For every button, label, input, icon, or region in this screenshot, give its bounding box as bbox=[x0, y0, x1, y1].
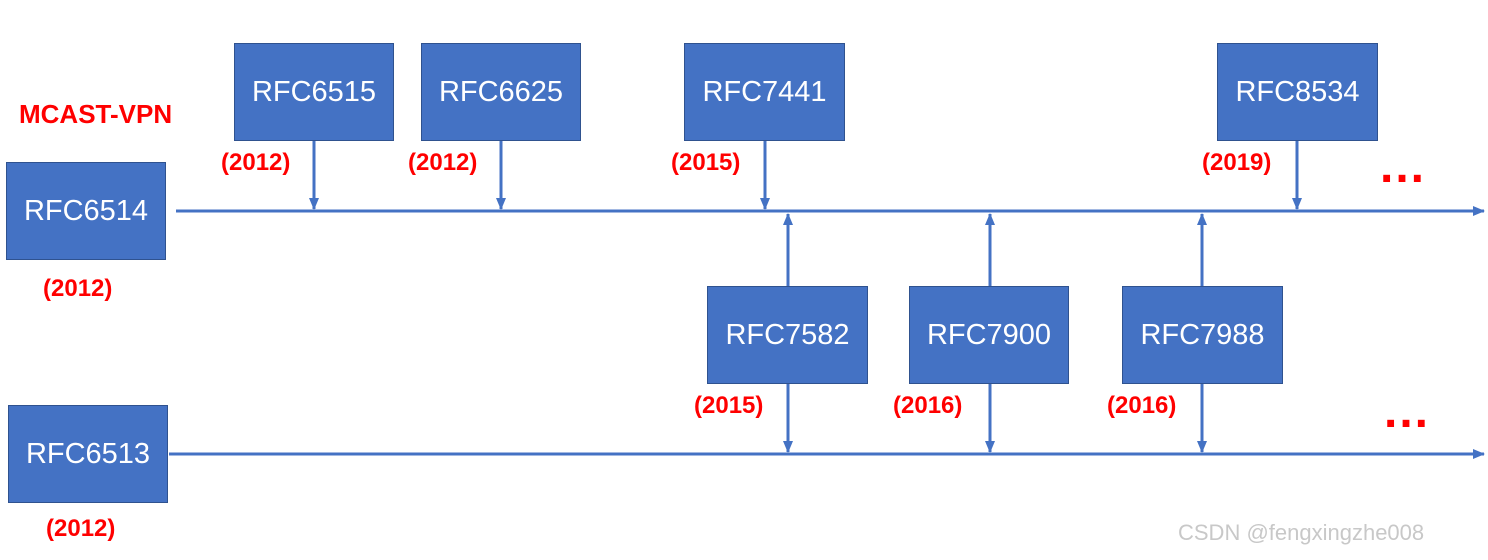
rfc7988-box: RFC7988 bbox=[1122, 286, 1283, 384]
rfc6513-year: (2012) bbox=[46, 515, 116, 542]
upper-continuation-ellipsis: ... bbox=[1380, 140, 1427, 193]
rfc6513-box: RFC6513 bbox=[8, 405, 168, 503]
rfc8534-box: RFC8534 bbox=[1217, 43, 1378, 141]
rfc7900-year: (2016) bbox=[893, 392, 963, 419]
rfc7988-year: (2016) bbox=[1107, 392, 1177, 419]
rfc8534-year: (2019) bbox=[1202, 149, 1272, 176]
rfc7900-box: RFC7900 bbox=[909, 286, 1069, 384]
rfc6515-year: (2012) bbox=[221, 149, 291, 176]
rfc6515-box: RFC6515 bbox=[234, 43, 394, 141]
rfc7441-year: (2015) bbox=[671, 149, 741, 176]
rfc6514-box: RFC6514 bbox=[6, 162, 166, 260]
rfc6514-year: (2012) bbox=[43, 275, 113, 302]
rfc7441-box: RFC7441 bbox=[684, 43, 845, 141]
rfc6625-year: (2012) bbox=[408, 149, 478, 176]
lower-continuation-ellipsis: ... bbox=[1384, 385, 1431, 438]
mcast-vpn-title: MCAST-VPN bbox=[19, 99, 173, 129]
rfc7582-box: RFC7582 bbox=[707, 286, 868, 384]
rfc7582-year: (2015) bbox=[694, 392, 764, 419]
csdn-watermark: CSDN @fengxingzhe008 bbox=[1178, 520, 1425, 545]
rfc6625-box: RFC6625 bbox=[421, 43, 581, 141]
